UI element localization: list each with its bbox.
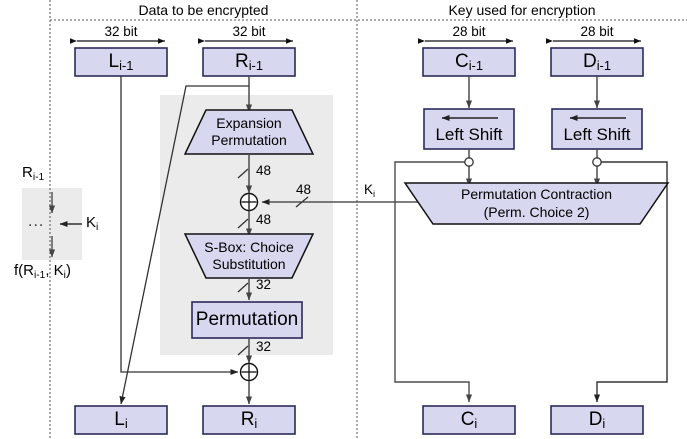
legend-output-suffix: ): [65, 262, 71, 279]
legend-key-sub: i: [96, 222, 99, 234]
wire-c-bypass: [394, 161, 473, 403]
wire-r-prev-to-l-next: [119, 85, 249, 405]
box-d-next: [550, 405, 644, 435]
shape-permutation-contraction: [403, 182, 670, 225]
label-28bit-c: 28 bit: [452, 24, 486, 39]
legend-ellipsis: ...: [28, 213, 45, 230]
junction-c: [464, 157, 474, 167]
header-key: Key used for encryption: [448, 2, 596, 18]
box-c-prev: [422, 47, 516, 77]
shape-expansion-permutation: [183, 109, 315, 155]
label-subkey: Ki: [364, 182, 376, 199]
box-left-shift-c: [423, 108, 515, 150]
label-28bit-d: 28 bit: [580, 24, 614, 39]
label-subkey-sub: i: [373, 188, 376, 199]
label-32bit-r: 32 bit: [232, 24, 266, 39]
wire-l-prev-to-xor: [120, 76, 239, 376]
legend-key-base: K: [86, 214, 97, 231]
box-d-prev: [550, 47, 644, 77]
tick-32-sbox-out: [237, 282, 249, 293]
legend-output-prefix: f(R: [14, 262, 34, 279]
box-r-prev: [202, 47, 296, 77]
box-left-shift-d: [551, 108, 643, 150]
label-bits-sbox-out: 32: [256, 277, 272, 292]
box-l-next: [74, 405, 168, 435]
legend-input-sub: i-1: [32, 172, 45, 184]
junction-d: [592, 157, 602, 167]
legend-output-mid: , K: [45, 262, 64, 279]
label-bits-subkey: 48: [296, 182, 312, 197]
label-bits-xor-out: 48: [256, 212, 272, 227]
tick-48-subkey: [295, 196, 309, 208]
legend-input-base: R: [22, 164, 33, 181]
tick-48-expansion: [237, 168, 249, 179]
wire-d-bypass: [593, 161, 668, 403]
tick-48-xor-out: [237, 218, 249, 229]
box-l-prev: [74, 47, 168, 77]
label-32bit-l: 32 bit: [104, 24, 138, 39]
tick-32-perm-out: [237, 345, 249, 356]
shape-sbox: [183, 233, 315, 279]
legend-key-label: Ki: [86, 214, 99, 234]
label-bits-permutation-out: 32: [256, 339, 272, 354]
legend-output-sub1: i-1: [34, 270, 46, 282]
shape-permutation: [191, 301, 303, 339]
box-r-next: [202, 405, 296, 435]
label-bits-expansion-out: 48: [256, 163, 272, 178]
legend-output-label: f(Ri-1, Ki): [14, 262, 71, 282]
header-data: Data to be encrypted: [138, 2, 269, 18]
legend-output-sub2: i: [63, 270, 66, 282]
box-c-next: [422, 405, 516, 435]
legend-input-label: Ri-1: [22, 164, 45, 184]
label-subkey-base: K: [364, 182, 374, 197]
